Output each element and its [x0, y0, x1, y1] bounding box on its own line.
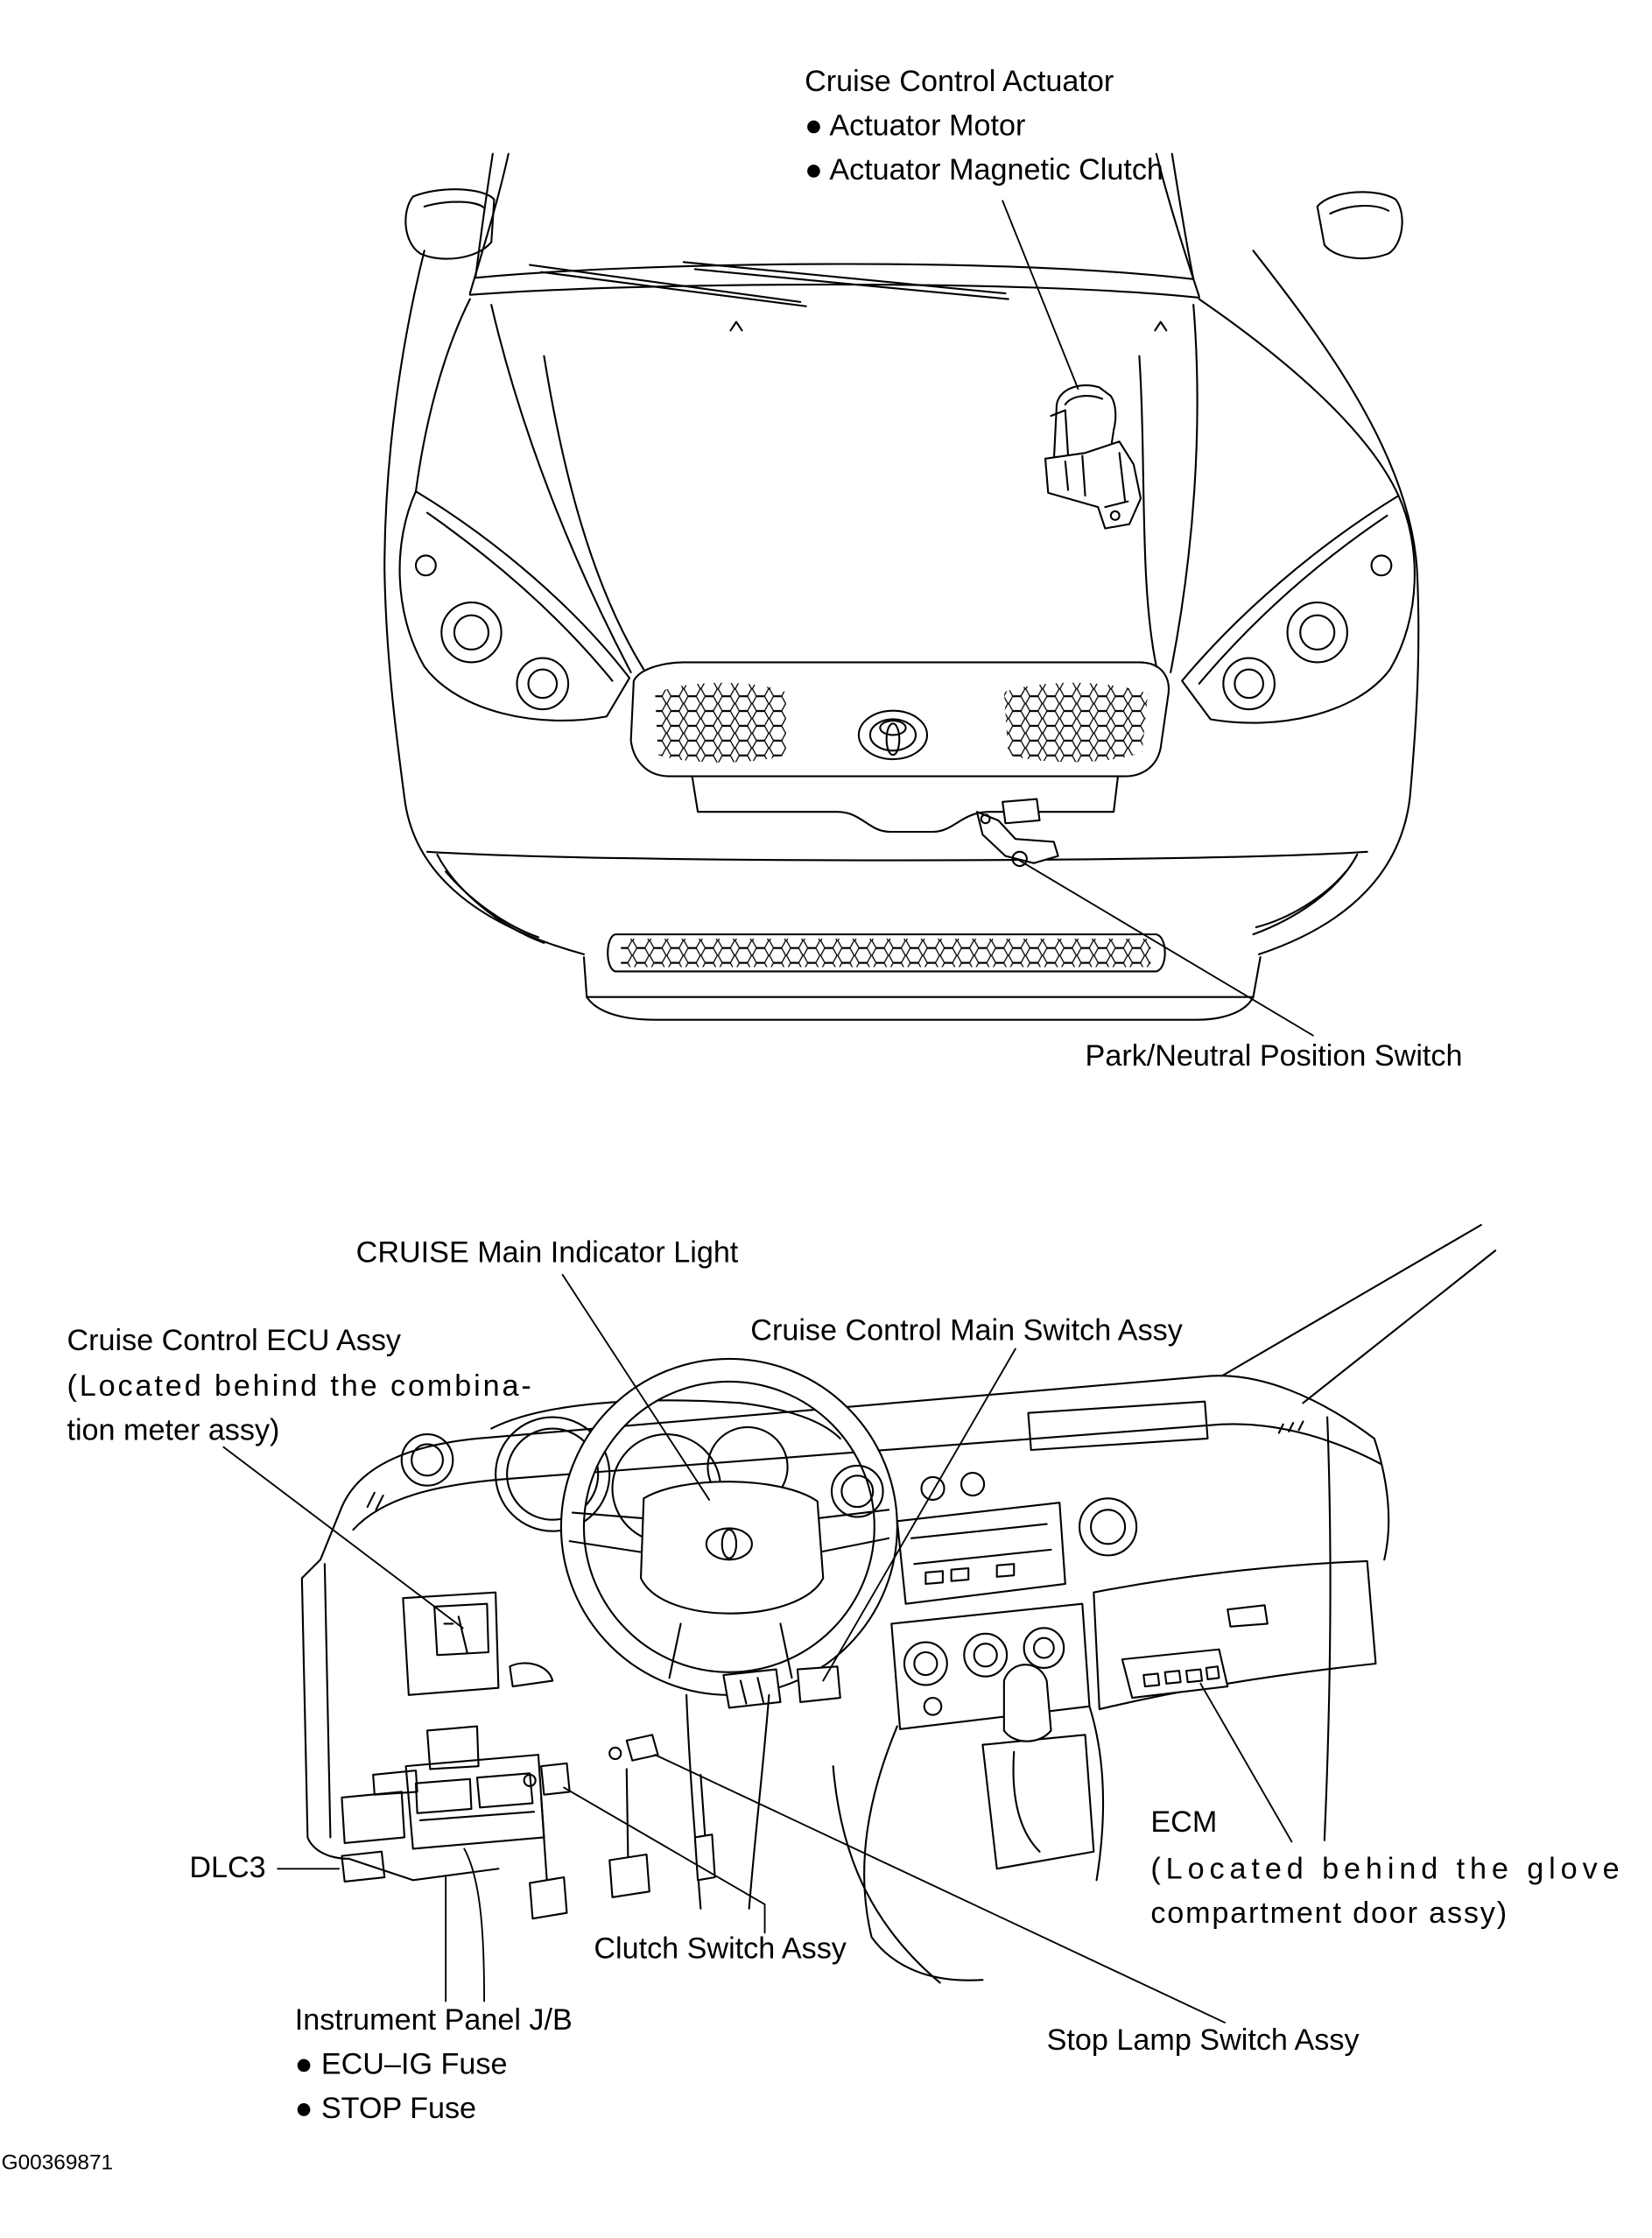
- actuator-title: Cruise Control Actuator: [805, 65, 1114, 98]
- right-headlight: [1181, 495, 1416, 724]
- actuator-magnetic-clutch-item: ● Actuator Magnetic Clutch: [805, 153, 1163, 186]
- ecu-note-line-2: tion meter assy): [67, 1414, 279, 1447]
- hood: [414, 298, 1400, 673]
- ecu-ig-fuse-item: ● ECU–IG Fuse: [295, 2048, 508, 2081]
- right-body-side: [1252, 250, 1420, 799]
- cruise-control-ecu: [433, 1602, 490, 1657]
- ecm-note-line-2: compartment door assy): [1150, 1897, 1507, 1930]
- steering-wheel: [559, 1357, 898, 1696]
- actuator-leader-line: [1002, 200, 1079, 391]
- shift-lever: [981, 1664, 1095, 1870]
- cruise-control-actuator: [1044, 384, 1142, 530]
- junction-block-title: Instrument Panel J/B: [295, 2003, 573, 2037]
- junction-block-leader-line: [445, 1847, 486, 2002]
- stop-lamp-switch-label: Stop Lamp Switch Assy: [1047, 2023, 1360, 2057]
- actuator-motor-item: ● Actuator Motor: [805, 109, 1025, 143]
- toyota-emblem: [857, 709, 929, 761]
- stop-lamp-switch: [608, 1734, 659, 1762]
- cruise-main-switch: [722, 1665, 841, 1709]
- clutch-switch-label: Clutch Switch Assy: [594, 1932, 847, 1966]
- indicator-light-label: CRUISE Main Indicator Light: [356, 1235, 739, 1269]
- park-neutral-leader-line: [1016, 857, 1314, 1037]
- left-body-side: [383, 250, 425, 799]
- indicator-light-leader-line: [561, 1273, 711, 1501]
- clutch-switch-leader-line: [563, 1786, 766, 1934]
- main-switch-label: Cruise Control Main Switch Assy: [750, 1314, 1183, 1348]
- front-fascia-band: [691, 775, 1120, 834]
- park-neutral-position-switch: [975, 798, 1059, 868]
- lower-grille: [607, 933, 1166, 973]
- dlc3-connector: [341, 1850, 386, 1883]
- pedals: [529, 1768, 716, 1920]
- stop-fuse-item: ● STOP Fuse: [295, 2092, 476, 2125]
- center-console: [832, 1705, 1105, 1984]
- park-neutral-label: Park/Neutral Position Switch: [1086, 1039, 1463, 1073]
- dashboard-top: [341, 1375, 1382, 1531]
- ecm-leader-line: [1199, 1682, 1293, 1843]
- steering-column: [685, 1693, 770, 1910]
- car-front-view: [383, 152, 1420, 1021]
- upper-grille: [629, 661, 1170, 778]
- windshield-pillar: [1220, 1223, 1497, 1841]
- left-mirror: [404, 188, 496, 260]
- dashboard-left-end: [300, 1433, 554, 1860]
- right-mirror: [1316, 191, 1403, 260]
- main-switch-leader-line: [822, 1348, 1016, 1682]
- ecu-leader-line: [222, 1446, 464, 1629]
- clutch-switch: [523, 1762, 571, 1796]
- center-stack: [830, 1464, 1138, 1730]
- stop-lamp-leader-line: [654, 1754, 1226, 2023]
- ecu-note-line-1: (Located behind the combina-: [67, 1369, 531, 1403]
- ecm-unit: [1121, 1648, 1229, 1700]
- windshield: [468, 152, 1200, 299]
- ecu-title: Cruise Control ECU Assy: [67, 1324, 401, 1357]
- dashboard-view: [300, 1223, 1497, 1984]
- ecm-title: ECM: [1150, 1805, 1217, 1839]
- left-headlight: [398, 490, 631, 721]
- figure-id: G00369871: [2, 2150, 114, 2174]
- ecm-note-line-1: (Located behind the glove: [1150, 1853, 1619, 1886]
- wiper-blades: [529, 261, 1009, 307]
- dlc3-label: DLC3: [189, 1851, 265, 1884]
- front-bumper: [403, 796, 1411, 1021]
- junction-block: [341, 1725, 545, 1882]
